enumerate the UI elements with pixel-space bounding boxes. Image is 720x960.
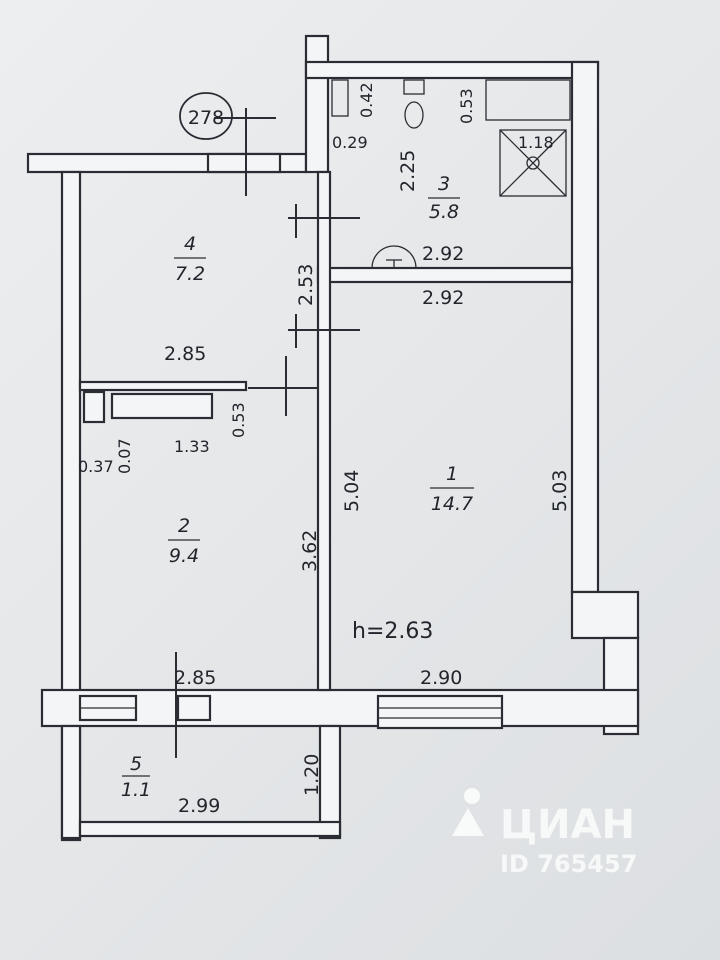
window-room1 — [376, 694, 504, 730]
balcony-door — [176, 694, 212, 722]
closet-unit — [110, 392, 214, 420]
dim-balcony-120: 1.20 — [301, 754, 323, 796]
toilet-fixture — [403, 79, 425, 129]
dim-shower-118: 1.18 — [518, 133, 554, 152]
building-number-marker: 278 — [179, 92, 233, 140]
ceiling-height: h=2.63 — [352, 619, 433, 644]
watermark-id: ID 765457 — [500, 850, 637, 878]
room-label-5: 5 1.1 — [121, 753, 151, 801]
dim-closet-037: 0.37 — [78, 457, 114, 476]
vent-symbol — [371, 245, 417, 269]
dim-bath-042: 0.42 — [357, 82, 376, 118]
dim-hall-285: 2.85 — [164, 343, 206, 365]
balcony-wall-left — [60, 724, 82, 840]
shower-tray — [499, 129, 567, 197]
wall-right-step — [570, 590, 640, 640]
room-number: 2 — [178, 515, 190, 537]
watermark-brand: ЦИАН — [500, 802, 635, 848]
room-area: 7.2 — [175, 263, 205, 285]
dim-room2-362: 3.62 — [299, 530, 321, 572]
wall-hall-divider — [78, 380, 248, 392]
door-marker-room4 — [288, 204, 360, 238]
closet-unit-left — [82, 390, 106, 424]
wall-top-bath — [304, 60, 600, 80]
room-number: 3 — [438, 173, 450, 195]
dim-closet-053: 0.53 — [229, 402, 248, 438]
wall-bath-bottom — [316, 266, 574, 284]
room-number: 4 — [184, 233, 196, 255]
balcony-wall-right — [318, 724, 342, 840]
dim-balcony-299: 2.99 — [178, 795, 220, 817]
wall-bottom — [40, 688, 640, 728]
dim-bath-053: 0.53 — [457, 88, 476, 124]
section-marker-top — [214, 108, 276, 196]
dim-bath-029: 0.29 — [332, 133, 368, 152]
window-room4 — [206, 152, 282, 174]
dim-room1-bottom-290: 2.90 — [420, 667, 462, 689]
balcony-wall-bottom — [78, 820, 342, 838]
room-area: 9.4 — [169, 545, 199, 567]
dim-closet-007: 0.07 — [115, 438, 134, 474]
bathtub-fixture — [485, 79, 571, 121]
wall-right — [570, 60, 600, 594]
dim-corridor-253: 2.53 — [295, 264, 317, 306]
cian-watermark: ЦИАН ID 765457 — [452, 788, 637, 878]
dim-bath-292: 2.92 — [422, 243, 464, 265]
room-area: 5.8 — [429, 201, 459, 223]
room-number: 5 — [130, 753, 142, 775]
room-number: 1 — [446, 463, 458, 485]
wall-interior-vertical — [316, 170, 332, 692]
wall-left — [60, 170, 82, 842]
dim-room1-504: 5.04 — [341, 470, 363, 512]
room-label-2: 2 9.4 — [168, 515, 200, 567]
door-marker-hall — [288, 314, 360, 348]
room-area: 1.1 — [121, 779, 151, 801]
dim-room2-bottom-285: 2.85 — [174, 667, 216, 689]
wall-bath-left — [304, 34, 330, 174]
dim-closet-133: 1.33 — [174, 437, 210, 456]
room-label-3: 3 5.8 — [428, 173, 460, 223]
dim-bath-225: 2.25 — [397, 150, 419, 192]
sink-fixture — [331, 79, 349, 117]
door-marker-room2 — [248, 356, 318, 416]
room-area: 14.7 — [431, 493, 473, 515]
building-number: 278 — [188, 107, 224, 129]
room-label-4: 4 7.2 — [174, 233, 206, 285]
dim-room1-503: 5.03 — [549, 470, 571, 512]
cian-logo-icon — [452, 788, 484, 836]
room-label-1: 1 14.7 — [430, 463, 474, 515]
dim-room1-292: 2.92 — [422, 287, 464, 309]
